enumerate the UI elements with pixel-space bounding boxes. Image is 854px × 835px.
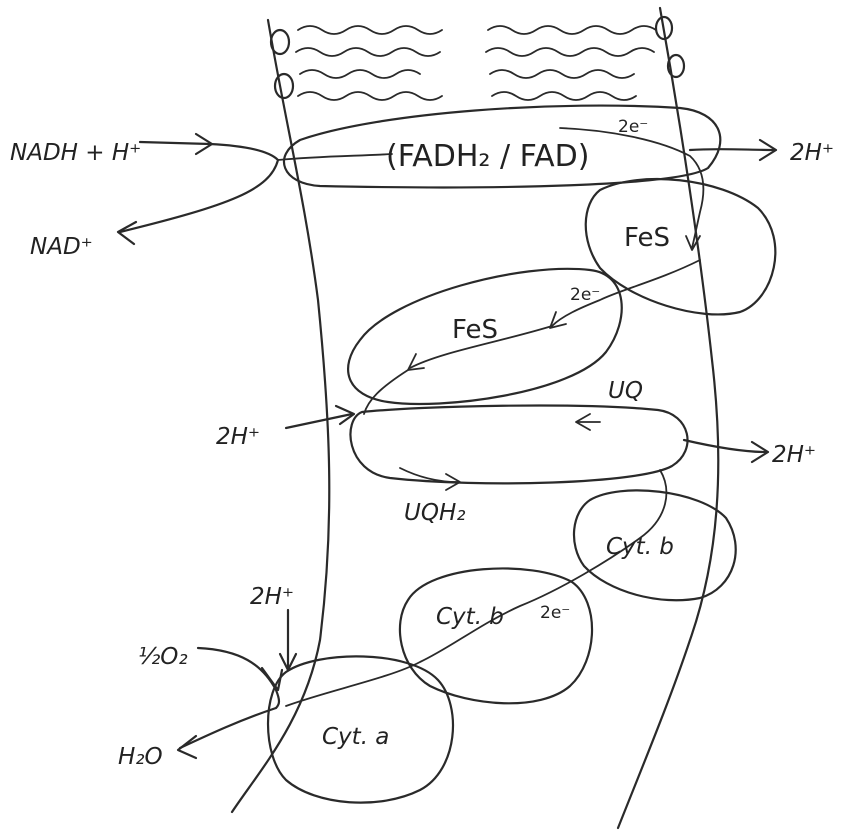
water-out-arrowhead	[178, 736, 196, 758]
label-cyt-b-upper: Cyt. b	[606, 534, 674, 560]
electron-path-into-fad	[278, 154, 392, 160]
electron-path-to-uq-complex	[364, 370, 408, 414]
lipid-tails-left	[296, 26, 442, 100]
label-nad: NAD⁺	[30, 234, 93, 260]
nad-out-curve	[120, 144, 278, 232]
nadh-in-arrow	[140, 142, 210, 144]
proton-in-left-arrow	[286, 414, 352, 428]
membrane-left-line	[232, 20, 329, 812]
proton-out-top-arrow	[690, 149, 774, 150]
electron-path-cyt	[286, 470, 666, 706]
label-cyt-b-lower: Cyt. b	[436, 604, 504, 630]
label-2h-right-uq: 2H⁺	[772, 442, 816, 468]
label-fes-right: FeS	[624, 223, 670, 253]
label-2h-left-uq: 2H⁺	[216, 424, 260, 450]
lipid-heads	[271, 17, 684, 98]
water-out-arrow	[180, 708, 276, 748]
ubiquinone-complex-shape	[350, 406, 687, 484]
label-2e-lower: 2e⁻	[540, 603, 570, 623]
label-2h-bottom: 2H⁺	[250, 584, 294, 610]
label-fadh2-fad: (FADH₂ / FAD)	[386, 139, 589, 174]
label-2h-top-right: 2H⁺	[790, 140, 834, 166]
label-2e-top: 2e⁻	[618, 117, 648, 137]
lipid-tails-right	[486, 26, 656, 100]
label-uq: UQ	[608, 378, 643, 404]
oxygen-in-curve	[198, 648, 279, 708]
nad-out-arrowhead	[118, 222, 136, 244]
label-fes-left: FeS	[452, 315, 498, 345]
cyt-b-lower-shape	[400, 568, 592, 703]
label-uqh2: UQH₂	[404, 500, 465, 526]
label-h2o: H₂O	[118, 744, 163, 770]
label-2e-mid: 2e⁻	[570, 285, 600, 305]
label-half-o2: ½O₂	[138, 644, 188, 670]
label-nadh: NADH + H⁺	[10, 140, 141, 166]
label-cyt-a: Cyt. a	[322, 724, 389, 750]
